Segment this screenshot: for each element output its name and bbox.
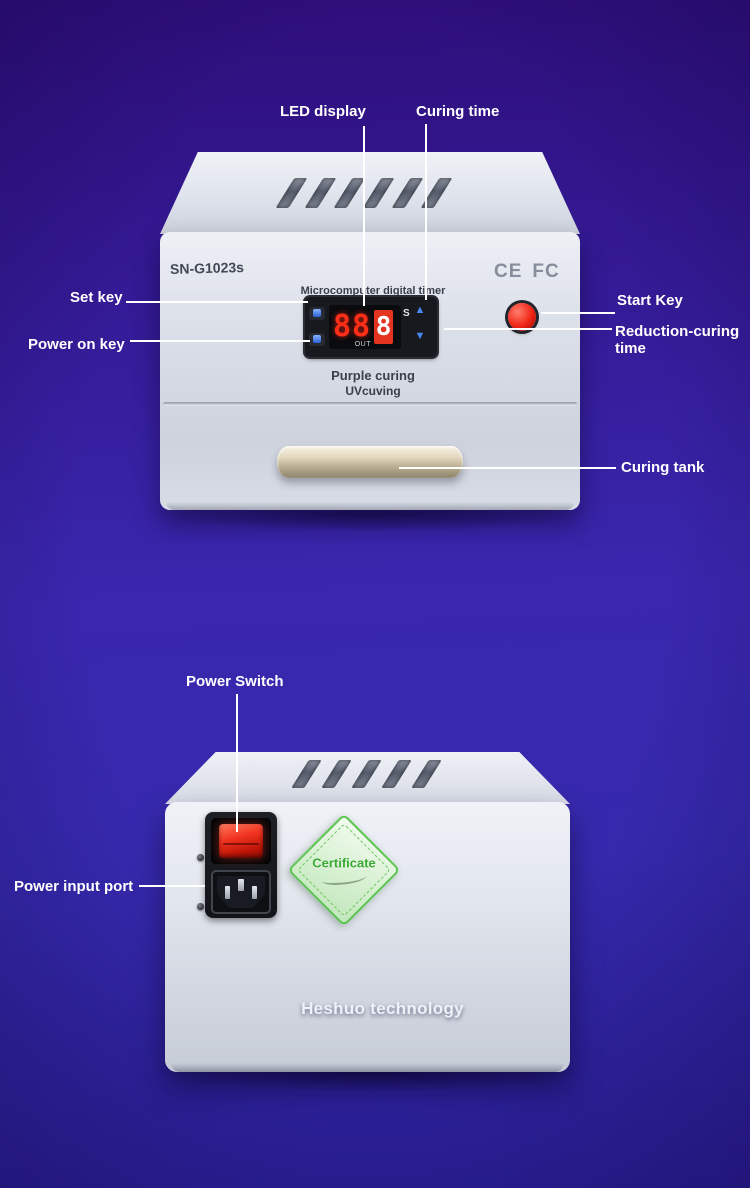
vent-slot [321,760,352,788]
curing-tank-label: Curing tank [621,459,705,476]
curing-time-label: Curing time [416,103,500,120]
start-button [508,303,536,331]
screw [197,903,204,910]
power-key-button [309,333,325,346]
neutral-pin [252,886,257,899]
timer-highlight-digit: 8 [374,310,394,344]
annotation-line-power-switch [236,694,238,832]
vent-slot [362,178,395,208]
live-pin [225,886,230,899]
certificate-label: Certificate [312,855,376,871]
led-display: 88 8 OUT S ▲ ▼ [305,297,437,357]
inlet-face [217,876,265,908]
screw [197,854,204,861]
certificate-sticker: Certificate [287,813,401,927]
power-input-port-label: Power input port [14,878,134,895]
model-label: SN-G1023s [169,259,245,277]
annotation-line-power-on-key [130,340,310,342]
reduction-curing-time-label: Reduction-curing time [615,323,740,358]
ground-pin [238,879,244,891]
vent-slot [304,178,337,208]
drawer-handle [277,446,463,478]
set-key-button [309,307,325,320]
vent-slot [411,760,442,788]
purple-curing-caption: Purple curing [331,368,415,383]
signature-scribble [321,870,367,887]
power-on-key-label: Power on key [28,336,125,353]
top-lid-back [165,752,570,804]
drawer-seam [163,402,577,406]
annotation-line-start-key [541,312,615,314]
vent-slot [381,760,412,788]
brand-name: Heshuo technology [301,999,464,1018]
power-entry-module [205,812,277,918]
annotation-line-power-input-port [139,885,205,887]
power-rocker-switch [219,824,263,858]
decrease-time-icon: ▼ [414,330,426,342]
timer-title: Microcomputer digital timer [300,285,446,297]
annotation-line-curing-time [425,124,427,300]
out-label: OUT [354,341,371,348]
annotation-line-set-key [126,301,308,303]
power-inlet-socket [211,870,271,914]
vent-slot [333,178,366,208]
uv-curing-machine-front: SN-G1023s Microcomputer digital timer CE… [160,152,580,510]
power-switch-frame [211,818,271,864]
vent-slot [351,760,382,788]
vent-slot [391,178,424,208]
fcc-mark: FC [532,261,560,282]
ce-mark: CE [494,261,523,282]
power-switch-label: Power Switch [186,673,284,690]
uv-curing-caption: UVcuving [345,384,401,398]
certificate-content: Certificate [312,855,376,887]
uv-curing-machine-back: Certificate Heshuo technology [165,752,570,1072]
top-lid [160,152,580,234]
annotation-line-led-display [363,126,365,306]
set-key-icon [313,309,321,317]
seconds-unit: S [403,308,410,319]
set-key-label: Set key [70,289,123,306]
vent-slot [275,178,308,208]
start-key-label: Start Key [617,292,683,309]
back-panel: Certificate Heshuo technology [165,802,570,1072]
certification-marks: CE FC [494,261,560,283]
vent-slot [291,760,322,788]
timer-digits: 88 [333,309,372,344]
power-key-icon [313,335,321,343]
annotation-line-reduction-curing-time [444,328,612,330]
front-panel: SN-G1023s Microcomputer digital timer CE… [160,232,580,510]
led-display-label: LED display [280,103,366,120]
annotation-line-curing-tank [399,467,616,469]
timer-digits-window: 88 8 OUT [329,305,401,349]
increase-time-icon: ▲ [414,304,426,316]
